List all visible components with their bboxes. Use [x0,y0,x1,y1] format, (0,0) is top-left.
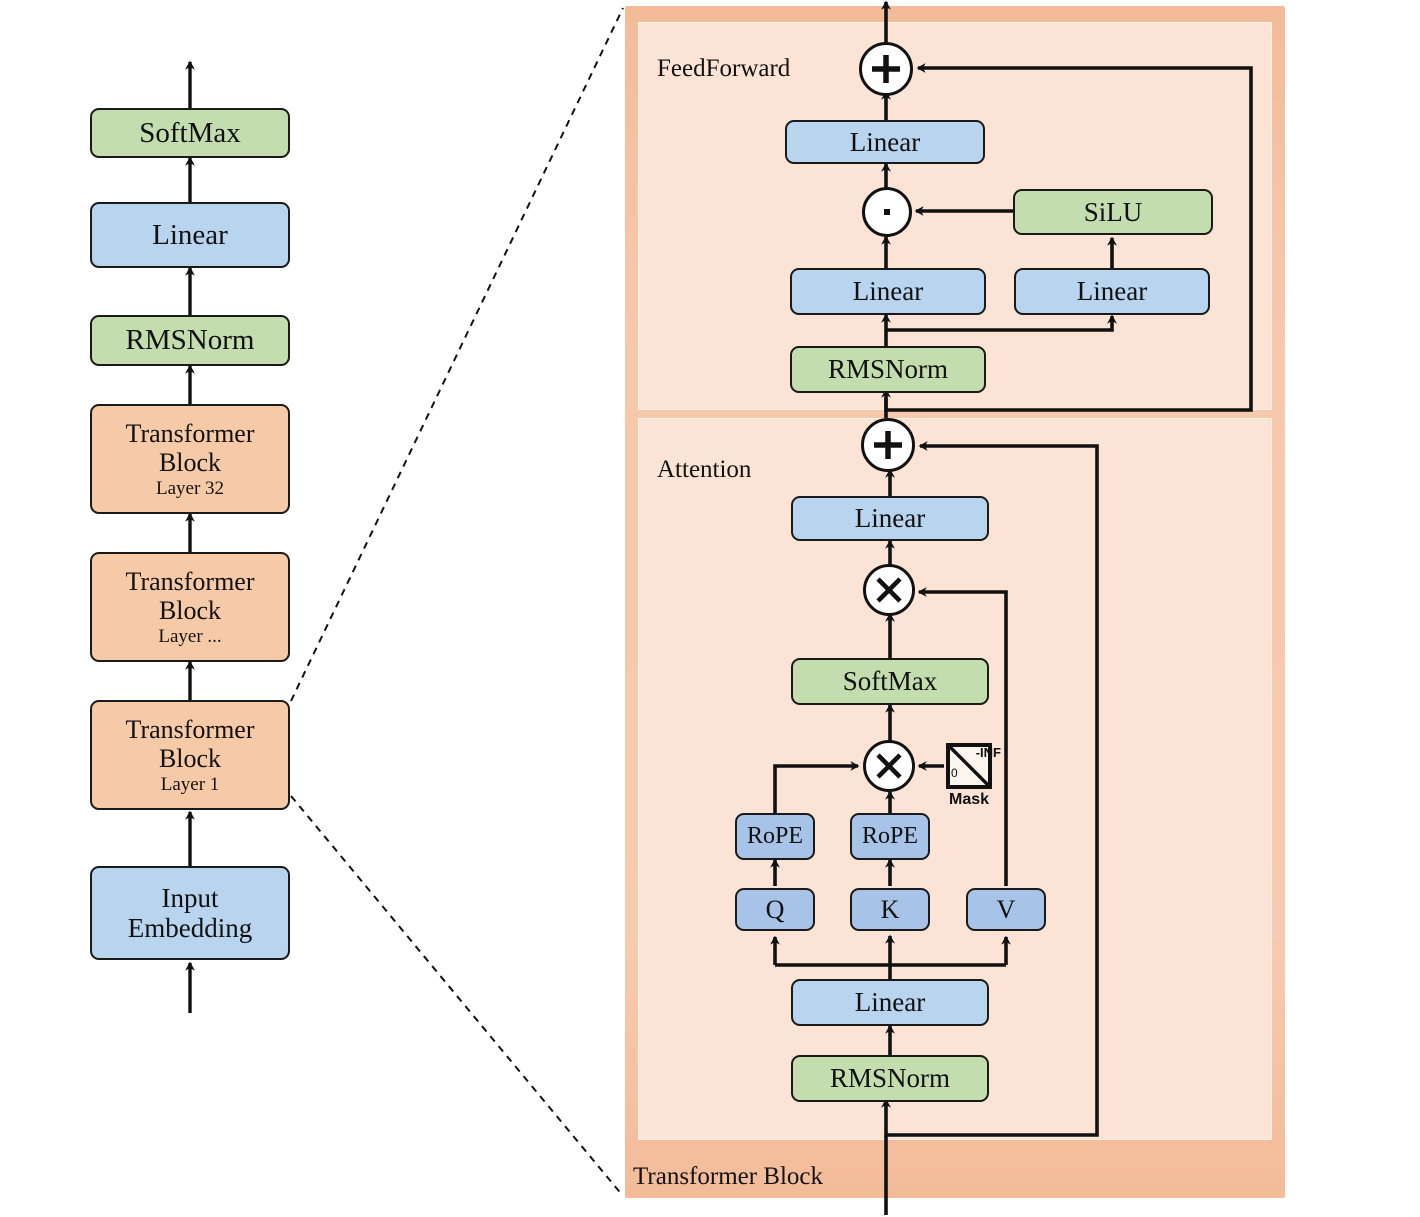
attention-section-label: Attention [657,456,752,483]
attention-add-op[interactable] [861,418,915,472]
node-ff-linear-out[interactable]: Linear [785,120,985,164]
node-label: SoftMax [842,666,938,697]
node-sublabel: Layer 1 [160,773,220,795]
node-sublabel: Layer 32 [155,477,225,499]
attention-matmul-qk-op[interactable] [863,740,915,792]
node-att-rope-q[interactable]: RoPE [735,813,815,860]
node-att-linear-out[interactable]: Linear [791,496,989,541]
mask-caption: Mask [948,791,990,808]
node-label: SoftMax [139,116,241,149]
mask-diagonal-icon [947,744,991,788]
node-ff-linear-up[interactable]: Linear [1014,268,1210,315]
node-label: Input Embedding [127,882,253,943]
node-label: Linear [849,126,921,157]
node-label: RoPE [861,823,918,850]
node-label: Q [765,894,785,924]
mask-low-value: 0 [951,766,958,780]
node-ff-linear-gate[interactable]: Linear [790,268,986,315]
node-label: Linear [152,218,228,251]
node-label: RMSNorm [829,1063,951,1094]
node-rmsnorm[interactable]: RMSNorm [90,315,290,366]
node-att-rope-k[interactable]: RoPE [850,813,930,860]
node-linear[interactable]: Linear [90,202,290,268]
node-label: RMSNorm [827,354,949,385]
node-transformer-block-1[interactable]: Transformer Block Layer 1 [90,700,290,810]
node-att-rmsnorm[interactable]: RMSNorm [791,1055,989,1102]
node-label: SiLU [1083,196,1143,227]
node-att-v[interactable]: V [966,888,1046,931]
attention-mask[interactable]: 0 -INF Mask [946,743,1002,813]
node-label: K [880,894,900,924]
node-softmax[interactable]: SoftMax [90,108,290,158]
node-label: Transformer Block [125,418,255,477]
attention-matmul-av-op[interactable] [863,564,915,616]
node-input-embedding[interactable]: Input Embedding [90,866,290,960]
node-ff-rmsnorm[interactable]: RMSNorm [790,346,986,393]
node-att-k[interactable]: K [850,888,930,931]
node-att-q[interactable]: Q [735,888,815,931]
node-label: Transformer Block [125,566,255,625]
mask-high-value: -INF [975,745,1001,760]
node-transformer-block-dots[interactable]: Transformer Block Layer ... [90,552,290,662]
feedforward-add-op[interactable] [859,42,913,96]
node-att-linear-qkv[interactable]: Linear [791,979,989,1026]
node-label: RoPE [746,823,803,850]
node-label: Linear [852,276,924,307]
node-label: Transformer Block [125,714,255,773]
feedforward-multiply-op[interactable] [862,187,912,237]
node-label: Linear [854,987,926,1018]
node-transformer-block-32[interactable]: Transformer Block Layer 32 [90,404,290,514]
node-label: V [996,894,1016,924]
node-label: RMSNorm [125,324,255,357]
node-label: Linear [1076,276,1148,307]
feedforward-section-label: FeedForward [657,55,791,82]
node-label: Linear [854,503,926,534]
node-ff-silu[interactable]: SiLU [1013,189,1213,235]
node-sublabel: Layer ... [158,625,222,647]
transformer-block-panel-label: Transformer Block [633,1163,824,1190]
node-att-softmax[interactable]: SoftMax [791,658,989,705]
